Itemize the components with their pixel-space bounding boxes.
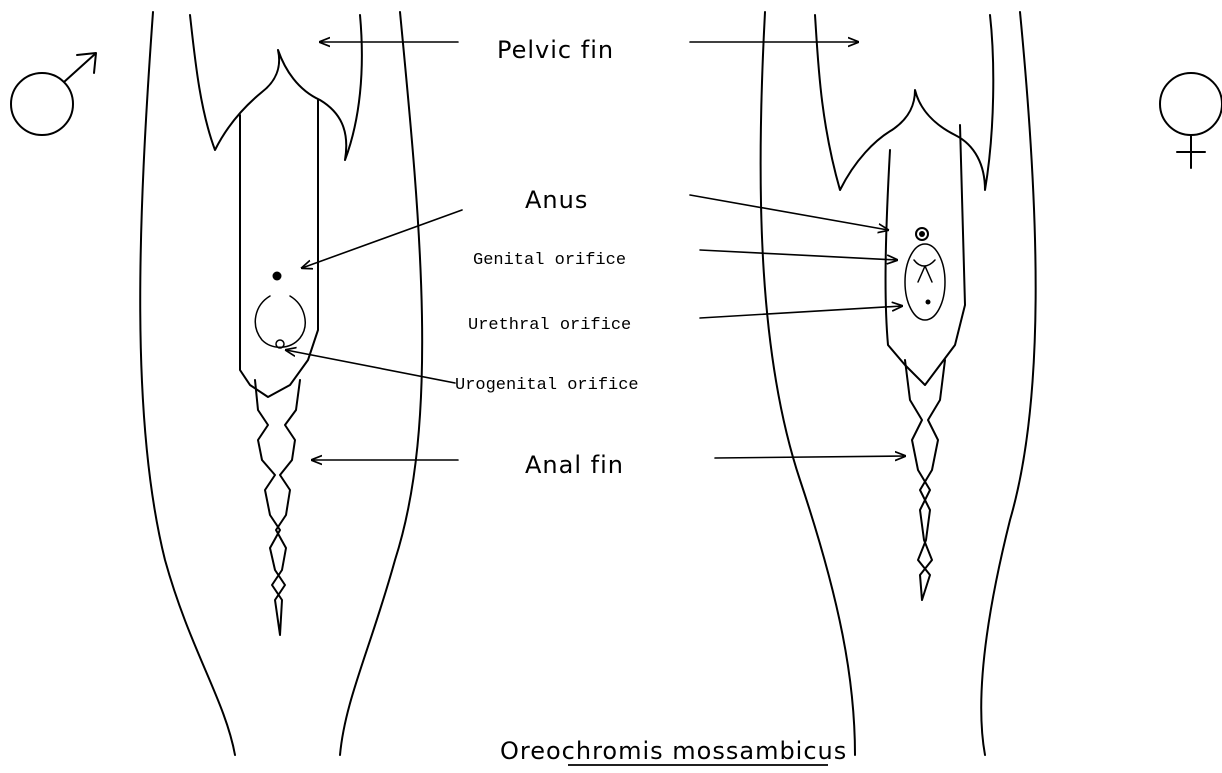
- male-body-outline-left: [140, 12, 235, 755]
- species-title: Oreochromis mossambicus: [500, 737, 847, 765]
- male-body-outline-right: [340, 12, 422, 755]
- female-body-outline-left: [761, 12, 855, 755]
- male-pelvic-fin: [190, 15, 362, 160]
- arrow-anus-female: [690, 195, 888, 230]
- label-pelvic-fin: Pelvic fin: [497, 36, 614, 64]
- label-anal-fin: Anal fin: [525, 451, 624, 479]
- male-symbol-icon: [11, 53, 96, 135]
- female-genital-orifice: [914, 260, 935, 282]
- arrow-urethral-orifice: [700, 306, 902, 318]
- species-title-underlined: hromis mossambicus: [576, 737, 847, 765]
- male-anus-dot: [273, 272, 282, 281]
- female-symbol-icon: [1160, 73, 1222, 168]
- female-anus-dot: [919, 231, 925, 237]
- label-urogenital-orifice: Urogenital orifice: [455, 376, 639, 395]
- male-genital-panel: [240, 100, 318, 397]
- arrow-genital-orifice: [700, 250, 897, 260]
- label-urethral-orifice: Urethral orifice: [468, 316, 631, 335]
- arrow-anal-fin-female: [715, 456, 905, 458]
- female-urethral-orifice: [926, 300, 931, 305]
- arrow-anus-male: [302, 210, 462, 268]
- male-anal-fin: [255, 380, 300, 635]
- female-body-outline-right: [981, 12, 1036, 755]
- arrow-urogenital-orifice: [286, 350, 455, 383]
- female-anal-fin: [905, 360, 945, 600]
- female-genital-panel: [886, 125, 965, 385]
- species-title-prefix: Oreoc: [500, 737, 576, 765]
- label-genital-orifice: Genital orifice: [473, 251, 626, 270]
- label-anus: Anus: [525, 186, 588, 214]
- female-fish-ventral-view: [761, 12, 1036, 755]
- male-fish-ventral-view: [140, 12, 422, 755]
- female-genital-oval: [905, 244, 945, 320]
